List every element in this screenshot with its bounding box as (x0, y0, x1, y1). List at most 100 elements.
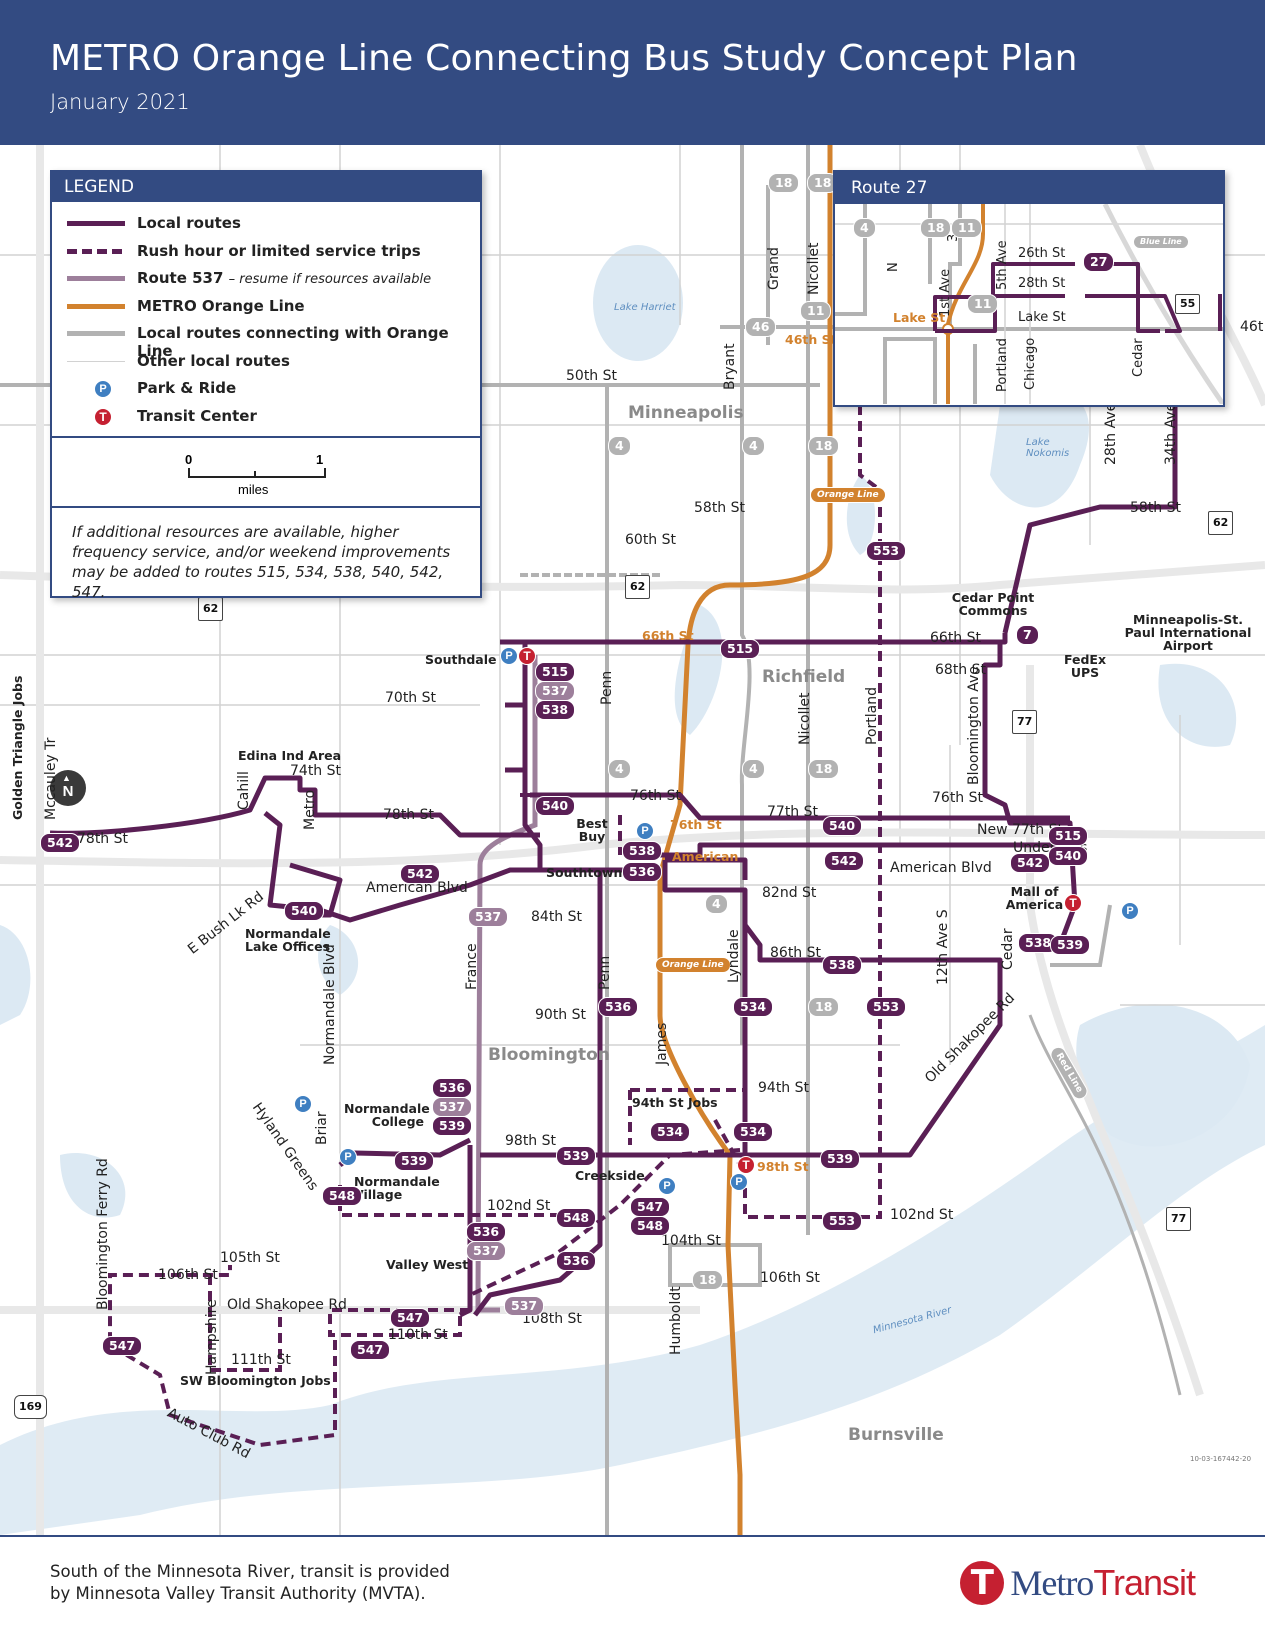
station-46th-st: 46th St (785, 332, 837, 347)
water-label-lake-harriet: Lake Harriet (614, 302, 676, 313)
light-purple-line-icon (67, 276, 125, 281)
route-badge-553: 553 (822, 1211, 863, 1231)
street-74th: 74th St (290, 763, 342, 779)
street-portland: Portland (864, 687, 880, 745)
place-cedar-point-commons: Cedar Point Commons (951, 590, 1035, 618)
highway-shield-62-west: 62 (198, 597, 224, 621)
legend-panel: LEGEND Local routes Rush hour or limited… (50, 170, 482, 601)
route-badge-534: 534 (733, 997, 774, 1017)
street-bloomington-ferry: Bloomington Ferry Rd (95, 1158, 111, 1310)
inset-station-lake-st: Lake St (893, 310, 946, 325)
route-badge-537: 537 (535, 681, 576, 701)
route-badge-539: 539 (394, 1151, 435, 1171)
legend-item-other-routes: Other local routes (52, 348, 480, 376)
street-penn-north: Penn (599, 670, 615, 705)
street-france: France (464, 943, 480, 990)
street-104th: 104th St (661, 1233, 721, 1249)
route-badge-538: 538 (822, 955, 863, 975)
place-normandale-village: Normandale Village (354, 1174, 440, 1202)
legend-title: LEGEND (52, 172, 480, 202)
connecting-route-badge-4: 4 (742, 436, 765, 456)
route-badge-537: 537 (432, 1097, 473, 1117)
street-105th: 105th St (220, 1250, 280, 1266)
park-ride-icon-hyland: P (294, 1095, 312, 1113)
street-102nd-west: 102nd St (487, 1198, 551, 1214)
inset-street-n: N (886, 262, 901, 272)
highway-shield-77-south: 77 (1166, 1207, 1192, 1231)
transit-center-icon-98th: T (737, 1156, 755, 1174)
place-southdale: Southdale (425, 652, 497, 667)
place-mall-of-america: Mall of America (1005, 884, 1064, 912)
place-valley-west: Valley West (386, 1257, 469, 1272)
street-76th: 76th St (630, 788, 682, 804)
street-penn: Penn (597, 955, 613, 990)
connecting-route-badge-18: 18 (808, 759, 840, 779)
inset-edge-label-46th: 46t (1240, 319, 1264, 335)
page-title: METRO Orange Line Connecting Bus Study C… (50, 38, 1078, 79)
route-badge-540: 540 (822, 816, 863, 836)
street-briar: Briar (314, 1111, 330, 1145)
route-badge-548: 548 (630, 1216, 671, 1236)
route-badge-539: 539 (556, 1146, 597, 1166)
inset-street-chicago: Chicago (1023, 337, 1038, 390)
highway-shield-62-east: 62 (1208, 511, 1234, 535)
place-best-buy: Best Buy (576, 816, 608, 844)
street-111th: 111th St (231, 1352, 291, 1368)
route-badge-538: 538 (535, 700, 576, 720)
street-106th-east: 106th St (760, 1270, 820, 1286)
street-mccauley: Mccauley Tr (43, 737, 59, 820)
street-lyndale: Lyndale (726, 929, 742, 983)
connecting-route-badge-4: 4 (742, 759, 765, 779)
place-normandale-college: Normandale College (344, 1101, 430, 1129)
route-badge-547: 547 (390, 1308, 431, 1328)
legend-item-route-537: Route 537 – resume if resources availabl… (52, 265, 480, 293)
street-106th-west: 106th St (158, 1267, 218, 1283)
route-badge-538: 538 (622, 841, 663, 861)
street-68th: 68th St (935, 662, 987, 678)
route-badge-547: 547 (102, 1336, 143, 1356)
street-58th-east: 58th St (1130, 500, 1182, 516)
orange-line-icon (67, 303, 125, 309)
connecting-route-badge-18: 18 (808, 436, 840, 456)
transit-center-icon-moa: T (1064, 894, 1082, 912)
title-banner: METRO Orange Line Connecting Bus Study C… (0, 0, 1265, 145)
connecting-route-badge-11: 11 (800, 301, 832, 321)
route-badge-542: 542 (824, 851, 865, 871)
connecting-route-badge-4: 4 (705, 894, 728, 914)
park-ride-icon-normandale-village: P (339, 1148, 357, 1166)
street-bryant: Bryant (722, 343, 738, 390)
street-102nd-east: 102nd St (890, 1207, 954, 1223)
scale-bar-line (188, 468, 326, 478)
inset-title: Route 27 (835, 172, 1223, 204)
place-normandale-lake-offices: Normandale Lake Offices (245, 926, 331, 954)
route-badge-534: 534 (650, 1122, 691, 1142)
highway-shield-169: 169 (14, 1395, 47, 1419)
route-badge-534: 534 (733, 1122, 774, 1142)
scale-bar: 0 1 miles (52, 438, 480, 506)
footer-note: South of the Minnesota River, transit is… (50, 1562, 450, 1603)
footer: South of the Minnesota River, transit is… (0, 1535, 1265, 1639)
page-subtitle: January 2021 (50, 90, 190, 114)
route-badge-515: 515 (1048, 826, 1089, 846)
street-bloomington-ave: Bloomington Ave (966, 666, 982, 785)
highway-shield-77-north: 77 (1012, 710, 1038, 734)
inset-badge-11-lake: 11 (967, 294, 999, 314)
place-msp-airport: Minneapolis-St. Paul International Airpo… (1124, 612, 1252, 653)
street-cahill: Cahill (236, 771, 252, 810)
street-grand: Grand (766, 247, 782, 290)
park-ride-icon-southdale: P (500, 647, 518, 665)
route-badge-515: 515 (535, 662, 576, 682)
route-badge-553: 553 (866, 541, 907, 561)
street-normandale-blvd: Normandale Blvd (322, 944, 338, 1065)
route-27-inset: Route 27 N 3 1st Ave 5th Ave 26th St 28t… (833, 170, 1225, 407)
street-58th: 58th St (694, 500, 746, 516)
city-label-bloomington: Bloomington (488, 1045, 610, 1065)
legend-note: If additional resources are available, h… (72, 523, 451, 601)
connecting-route-badge-4: 4 (608, 759, 631, 779)
place-southtown: Southtown (546, 865, 623, 880)
street-70th: 70th St (385, 690, 437, 706)
street-66th: 66th St (930, 630, 982, 646)
park-ride-icon-98th: P (730, 1173, 748, 1191)
street-77th: 77th St (767, 804, 819, 820)
